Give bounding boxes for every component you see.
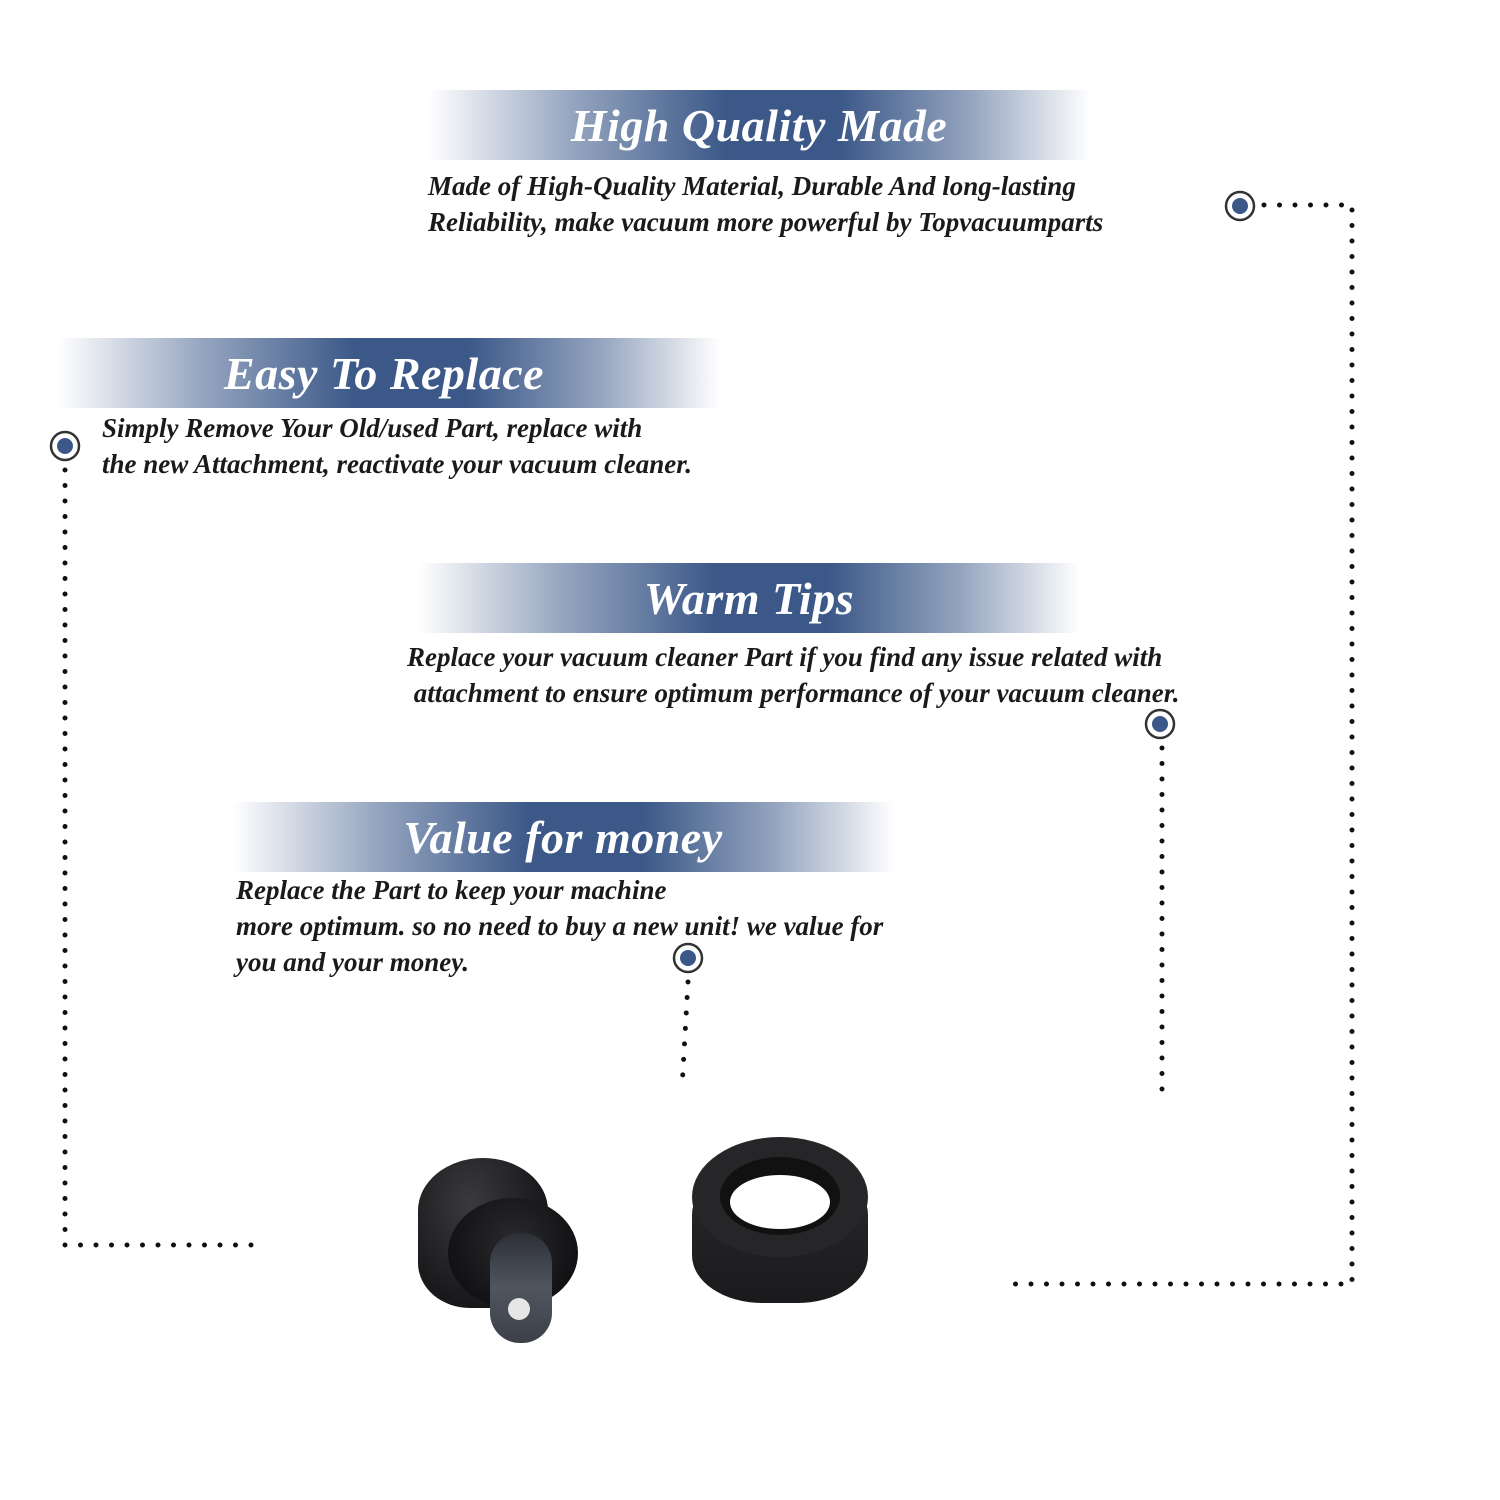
connector-easy-replace	[62, 467, 263, 1248]
connector-high-quality	[997, 202, 1355, 1287]
section-title: Warm Tips	[643, 572, 855, 624]
description-line: more optimum. so no need to buy a new un…	[236, 911, 884, 941]
section-title: Easy To Replace	[223, 347, 545, 399]
product-ring-image	[692, 1137, 868, 1303]
section-title: High Quality Made	[570, 99, 948, 151]
section-description: Made of High-Quality Material, Durable A…	[428, 168, 1103, 240]
description-line: the new Attachment, reactivate your vacu…	[102, 449, 692, 479]
description-line: Made of High-Quality Material, Durable A…	[428, 171, 1076, 201]
product-screw-cap-image	[418, 1158, 580, 1348]
section-description: Replace your vacuum cleaner Part if you …	[407, 639, 1180, 711]
section-title-band: Value for money	[232, 802, 894, 872]
connector-value	[679, 979, 691, 1091]
target-dot-icon	[49, 430, 81, 462]
section-title-band: Easy To Replace	[58, 338, 720, 408]
description-line: Replace your vacuum cleaner Part if you …	[407, 642, 1163, 672]
section-title-band: High Quality Made	[428, 90, 1090, 160]
target-dot-icon	[1224, 190, 1256, 222]
section-title-band: Warm Tips	[418, 563, 1080, 633]
target-dot-icon	[672, 942, 704, 974]
description-line: Reliability, make vacuum more powerful b…	[428, 207, 1104, 237]
section-description: Simply Remove Your Old/used Part, replac…	[102, 410, 692, 482]
description-line: Simply Remove Your Old/used Part, replac…	[102, 413, 643, 443]
description-line: Replace the Part to keep your machine	[236, 875, 667, 905]
description-line: you and your money.	[236, 947, 470, 977]
section-title: Value for money	[403, 811, 723, 863]
description-line: attachment to ensure optimum performance…	[407, 678, 1180, 708]
section-description: Replace the Part to keep your machine mo…	[236, 872, 883, 980]
target-dot-icon	[1144, 708, 1176, 740]
